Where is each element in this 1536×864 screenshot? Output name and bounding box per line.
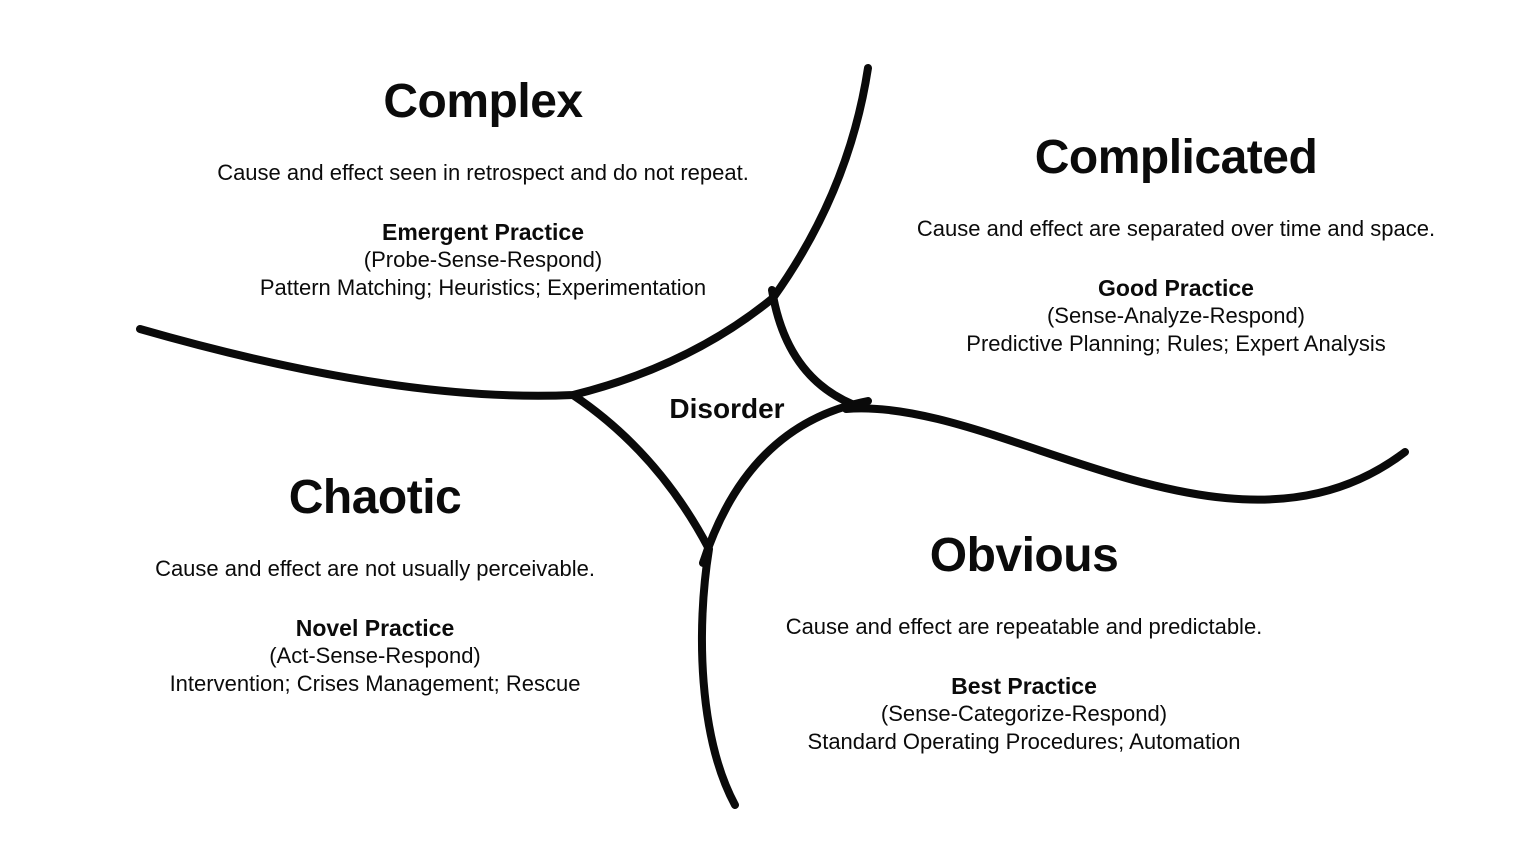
domain-obvious: Obvious Cause and effect are repeatable …: [664, 530, 1384, 756]
curve-complicated-obvious-wave: [842, 404, 1409, 504]
domain-complicated-practice-block: Good Practice (Sense-Analyze-Respond) Pr…: [816, 274, 1536, 358]
domain-chaotic-title: Chaotic: [288, 471, 462, 524]
domain-complex-practice: Emergent Practice: [382, 219, 584, 245]
domain-chaotic-description: Cause and effect are not usually perceiv…: [155, 556, 595, 581]
domain-obvious-title: Obvious: [929, 529, 1119, 582]
domain-complex-title: Complex: [383, 75, 583, 128]
domain-chaotic-methods: Intervention; Crises Management; Rescue: [169, 671, 581, 696]
curve-chaotic-bottom: [569, 391, 739, 809]
domain-chaotic-approach: (Act-Sense-Respond): [269, 643, 481, 668]
domain-obvious-description: Cause and effect are repeatable and pred…: [785, 614, 1263, 639]
domain-obvious-practice-block: Best Practice (Sense-Categorize-Respond)…: [664, 672, 1384, 756]
domain-chaotic: Chaotic Cause and effect are not usually…: [15, 472, 735, 698]
domain-complex: Complex Cause and effect seen in retrosp…: [123, 76, 843, 302]
domain-complicated-methods: Predictive Planning; Rules; Expert Analy…: [966, 331, 1386, 356]
domain-obvious-approach: (Sense-Categorize-Respond): [880, 701, 1168, 726]
domain-complicated-practice: Good Practice: [1098, 275, 1254, 301]
domain-complicated: Complicated Cause and effect are separat…: [816, 132, 1536, 358]
domain-obvious-methods: Standard Operating Procedures; Automatio…: [807, 729, 1241, 754]
domain-obvious-practice: Best Practice: [951, 673, 1097, 699]
domain-complex-approach: (Probe-Sense-Respond): [363, 247, 603, 272]
curve-complex-sweep: [136, 64, 872, 400]
domain-complicated-title: Complicated: [1034, 131, 1318, 184]
domain-complex-practice-block: Emergent Practice (Probe-Sense-Respond) …: [123, 218, 843, 302]
curve-disorder-obvious-arc: [699, 397, 872, 567]
curve-disorder-complicated-edge: [768, 286, 856, 408]
domain-complex-description: Cause and effect seen in retrospect and …: [217, 160, 749, 185]
domain-complex-methods: Pattern Matching; Heuristics; Experiment…: [259, 275, 707, 300]
domain-chaotic-practice: Novel Practice: [295, 615, 455, 641]
domain-chaotic-practice-block: Novel Practice (Act-Sense-Respond) Inter…: [15, 614, 735, 698]
domain-complicated-approach: (Sense-Analyze-Respond): [1046, 303, 1306, 328]
domain-complicated-description: Cause and effect are separated over time…: [916, 216, 1436, 241]
disorder-label: Disorder: [669, 393, 785, 424]
